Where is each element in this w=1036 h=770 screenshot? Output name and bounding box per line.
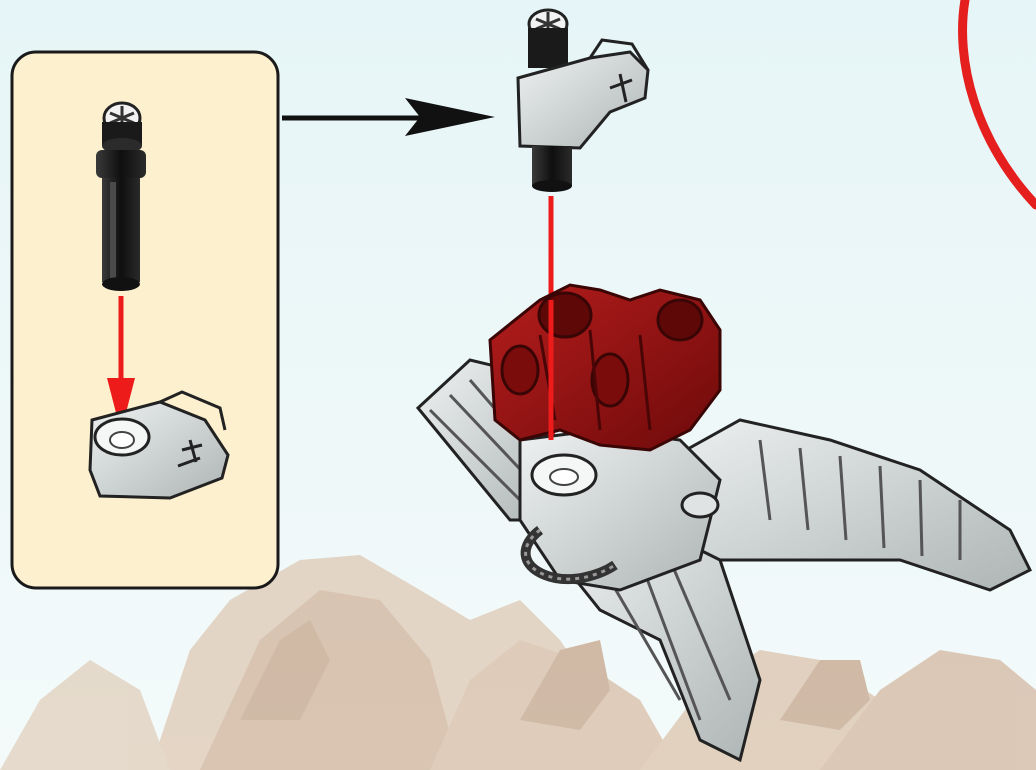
panel-axle-pin xyxy=(96,103,146,291)
subassembly-panel xyxy=(12,52,278,588)
